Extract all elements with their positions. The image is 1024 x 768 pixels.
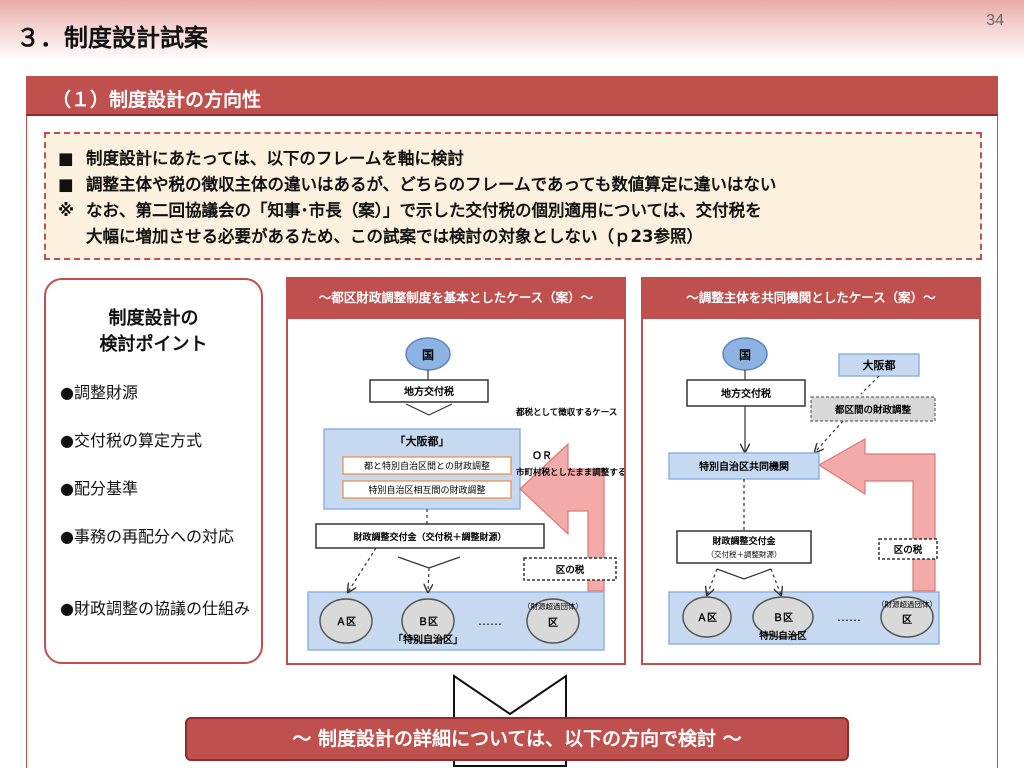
joint-body-label: 特別自治区共同機関: [699, 460, 789, 473]
adjust-label-2: 特別自治区相互間の財政調整: [368, 484, 485, 496]
note-continuation: 大幅に増加させる必要があるため、この試案では検討の対象としない（ｐ23参照）: [86, 227, 703, 246]
ward-a-label: Ａ区: [697, 612, 717, 624]
note-line: ※ なお、第二回協議会の「知事･市長（案）」で示した交付税の個別適用については、…: [58, 198, 966, 224]
note-line: ■ 制度設計にあたっては、以下のフレームを軸に検討: [58, 146, 966, 172]
case2-header: ～調整主体を共同機関としたケース（案）～: [643, 279, 979, 317]
special-ward-label: 「特別自治区」: [393, 633, 463, 646]
grant-label-1: 財政調整交付金: [711, 535, 776, 547]
notes-box: ■ 制度設計にあたっては、以下のフレームを軸に検討 ■ 調整主体や税の徴収主体の…: [44, 132, 982, 260]
bullet-mark: ■: [58, 149, 74, 168]
joint-body-box: [668, 452, 820, 480]
header-band: [0, 0, 1024, 62]
grant-label-2: （交付税＋調整財源）: [707, 549, 782, 559]
country-label: 国: [739, 348, 751, 362]
slide-title: ３．制度設計試案: [16, 24, 208, 52]
local-tax-box: [369, 379, 489, 403]
review-points-title: 制度設計の 検討ポイント: [46, 306, 261, 358]
merge-arrow: [405, 403, 453, 416]
adjust-box-2: [342, 480, 512, 499]
ellipsis: ……: [837, 610, 861, 624]
section-title: （１）制度設計の方向性: [52, 89, 262, 111]
osaka-arrow: [860, 375, 880, 395]
section-title-bar: [26, 76, 998, 116]
ellipsis: ……: [478, 614, 502, 628]
tax-return-arrow: [519, 442, 605, 592]
point-item: ●交付税の算定方式: [60, 431, 202, 450]
page-number: 34: [986, 12, 1004, 29]
country-label: 国: [422, 348, 434, 362]
reference-mark: ※: [58, 201, 75, 220]
ward-a-node: [319, 598, 373, 644]
ward-tax-label: 区の税: [556, 564, 585, 576]
grant-box: [676, 530, 812, 564]
bottom-banner: ～ 制度設計の詳細については、以下の方向で検討 ～: [185, 717, 849, 761]
case2-panel: ～調整主体を共同機関としたケース（案）～ 国 大阪都 地方交付税 都区間の財政調…: [641, 277, 981, 665]
surplus-label: （財源超過団体）: [877, 599, 937, 609]
ward-a-label: Ａ区: [336, 616, 356, 628]
note-top-label: 都税として徴収するケース: [515, 407, 617, 418]
local-tax-label: 地方交付税: [404, 385, 454, 398]
osaka-label: 「大阪都」: [395, 434, 450, 448]
note-text: なお、第二回協議会の「知事･市長（案）」で示した交付税の個別適用については、交付…: [86, 201, 762, 220]
ward-b-label: Ｂ区: [418, 616, 438, 628]
case1-diagram: 国 地方交付税 「大阪都」 都と特別自治区間との財政調整 特別自治区相互間の財政…: [288, 317, 624, 651]
note-text: 制度設計にあたっては、以下のフレームを軸に検討: [86, 149, 464, 168]
local-tax-box: [686, 379, 806, 407]
surplus-ward-label: 区: [548, 617, 558, 629]
bullet-mark: ■: [58, 175, 74, 194]
point-item: ●配分基準: [60, 479, 138, 498]
special-ward-label: 特別自治区: [759, 630, 807, 642]
grant-label: 財政調整交付金（交付税＋調整財源）: [352, 531, 506, 543]
local-tax-label: 地方交付税: [721, 387, 771, 400]
review-points-title-line2: 検討ポイント: [99, 334, 208, 355]
note-line: ■ 調整主体や税の徴収主体の違いはあるが、どちらのフレームであっても数値算定に違…: [58, 172, 966, 198]
ward-tax-box: [523, 557, 617, 581]
surplus-ward-node: [880, 596, 934, 638]
case1-panel: ～都区財政調整制度を基本としたケース（案）～ 国 地方交付税 「大阪都」 都と特…: [286, 277, 626, 665]
ward-b-node: [401, 598, 455, 644]
split-arrow: [716, 568, 772, 580]
inter-ward-label: 都区間の財政調整: [834, 404, 912, 416]
point-item: ●調整財源: [60, 383, 138, 402]
ward-a-node: [682, 596, 732, 638]
or-label: ＯＲ: [532, 450, 552, 462]
adjust-box-1: [342, 456, 512, 475]
point-item: ●事務の再配分への対応: [60, 527, 234, 546]
split-arrow: [397, 556, 461, 569]
ward-b-node: [752, 596, 814, 638]
ward-tax-box: [878, 538, 938, 560]
case1-header: ～都区財政調整制度を基本としたケース（案）～: [288, 279, 624, 317]
adjust-label-1: 都と特別自治区間との財政調整: [364, 460, 490, 472]
ward-b-label: Ｂ区: [773, 612, 793, 624]
osaka-label: 大阪都: [863, 358, 896, 372]
point-item: ●財政調整の協議の仕組み: [60, 599, 250, 618]
surplus-ward-node: [526, 598, 580, 644]
note-text: 調整主体や税の徴収主体の違いはあるが、どちらのフレームであっても数値算定に違いは…: [86, 175, 777, 194]
ward-tax-label: 区の税: [894, 544, 923, 556]
grant-box: [315, 523, 545, 549]
case2-diagram: 国 大阪都 地方交付税 都区間の財政調整 特別自治区共同機関 財政調整交付金 （…: [643, 317, 979, 645]
inter-ward-box: [810, 396, 936, 422]
review-points-box: 制度設計の 検討ポイント ●調整財源 ●交付税の算定方式 ●配分基準 ●事務の再…: [44, 278, 263, 664]
review-points-title-line1: 制度設計の: [108, 308, 199, 329]
surplus-ward-label: 区: [902, 614, 912, 626]
tax-return-arrow: [817, 437, 936, 592]
note-bottom-label: 市町村税としたまま調整するケース: [516, 467, 624, 478]
surplus-label: （財源超過団体）: [523, 601, 583, 611]
